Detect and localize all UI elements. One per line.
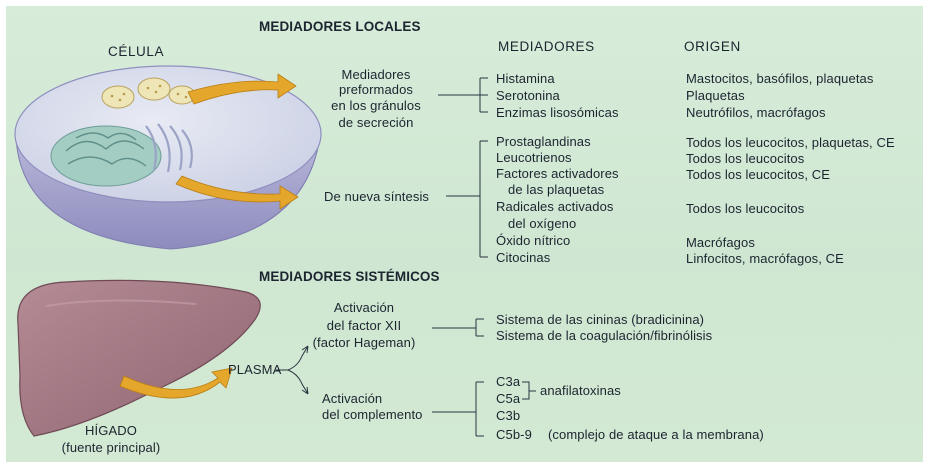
- c5a: C5a: [496, 391, 521, 406]
- mediator-oxido-nitrico: Óxido nítrico: [496, 233, 571, 248]
- mediator-enzimas: Enzimas lisosómicas: [496, 105, 619, 120]
- arrow-granules: [187, 73, 297, 105]
- liver-shape: [17, 279, 261, 437]
- nucleus-folds: [65, 132, 147, 167]
- c3b: C3b: [496, 408, 521, 423]
- arrow-synthesis: [175, 175, 299, 210]
- complement-label-line: Activación: [322, 391, 383, 406]
- new-synthesis-label: De nueva síntesis: [324, 189, 430, 204]
- granule-2: [137, 77, 171, 101]
- arrow-liver: [119, 367, 233, 399]
- liver-sublabel: (fuente principal): [61, 440, 161, 455]
- factor-xii-label-line: del factor XII: [326, 318, 402, 333]
- golgi: [145, 123, 193, 173]
- preformed-label-line: en los gránulos: [331, 98, 421, 113]
- illustration-layer: [14, 65, 536, 437]
- c5b9: C5b-9: [496, 427, 532, 442]
- systemic-mediators-heading: MEDIADORES SISTÉMICOS: [259, 269, 440, 284]
- mac-label: (complejo de ataque a la membrana): [548, 427, 764, 442]
- factor-xii-label-line: Activación: [333, 300, 395, 315]
- liver-illustration: [17, 279, 261, 437]
- granule-1: [101, 85, 135, 109]
- mediator-histamina: Histamina: [496, 71, 555, 86]
- origin-leucotrienos: Todos los leucocitos: [686, 151, 805, 166]
- nucleus: [50, 125, 162, 187]
- cell-illustration: [14, 65, 322, 250]
- origin-histamina: Mastocitos, basófilos, plaquetas: [686, 71, 874, 86]
- complement-label-line: del complemento: [322, 407, 423, 422]
- origin-column-header: ORIGEN: [684, 39, 741, 54]
- mediators-diagram: MEDIADORES LOCALES MEDIADORES ORIGEN CÉL…: [6, 6, 923, 462]
- mediator-factores-line2: de las plaquetas: [508, 182, 605, 197]
- mediators-column-header: MEDIADORES: [498, 39, 595, 54]
- connector-lines: [276, 77, 536, 437]
- mediator-serotonina: Serotonina: [496, 88, 560, 103]
- local-mediators-heading: MEDIADORES LOCALES: [259, 19, 421, 34]
- anaphylatoxins-label: anafilatoxinas: [540, 383, 621, 398]
- origin-citocinas: Linfocitos, macrófagos, CE: [686, 251, 844, 266]
- origin-oxido-nitrico: Macrófagos: [686, 235, 755, 250]
- mediator-leucotrienos: Leucotrienos: [496, 150, 572, 165]
- factor-xii-label-line: (factor Hageman): [312, 335, 416, 350]
- mediator-prostaglandinas: Prostaglandinas: [496, 134, 591, 149]
- mediator-factores: Factores activadores: [496, 166, 619, 181]
- coagulation-system: Sistema de la coagulación/fibrinólisis: [496, 328, 713, 343]
- origin-serotonina: Plaquetas: [686, 88, 745, 103]
- c3a: C3a: [496, 374, 521, 389]
- liver-label: HÍGADO: [85, 423, 137, 438]
- preformed-label-line: Mediadores: [341, 67, 411, 82]
- mediator-citocinas: Citocinas: [496, 250, 551, 265]
- origin-factores: Todos los leucocitos, CE: [686, 167, 831, 182]
- plasma-label: PLASMA: [228, 362, 282, 377]
- origin-enzimas: Neutrófilos, macrófagos: [686, 105, 826, 120]
- preformed-label-line: de secreción: [338, 115, 414, 130]
- cell-label: CÉLULA: [108, 44, 165, 59]
- origin-radicales: Todos los leucocitos: [686, 201, 805, 216]
- mediator-radicales-line2: del oxígeno: [508, 216, 577, 231]
- origin-prostaglandinas: Todos los leucocitos, plaquetas, CE: [686, 135, 895, 150]
- cininas-system: Sistema de las cininas (bradicinina): [496, 312, 705, 327]
- mediator-radicales: Radicales activados: [496, 199, 614, 214]
- arrows: [119, 73, 299, 399]
- preformed-label-line: preformados: [338, 82, 414, 97]
